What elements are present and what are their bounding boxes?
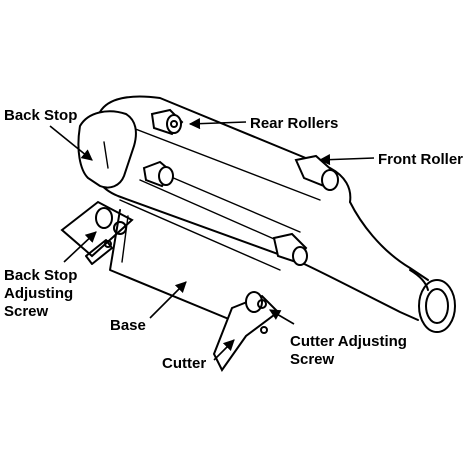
label-base: Base (110, 317, 146, 334)
label-back-stop-adjusting-screw-line3: Screw (4, 303, 49, 320)
label-back-stop-adjusting-screw-line2: Adjusting (4, 285, 73, 302)
rear-rollers (142, 108, 184, 188)
label-front-roller: Front Roller (378, 151, 463, 168)
label-back-stop: Back Stop (4, 107, 77, 124)
cutter-blade (212, 291, 280, 372)
label-cutter-adjusting-screw-line1: Cutter Adjusting (290, 333, 407, 350)
label-rear-rollers: Rear Rollers (250, 115, 338, 132)
label-cutter-adjusting-screw-line2: Screw (290, 351, 335, 368)
back-stop-plate (77, 110, 137, 189)
label-cutter: Cutter (162, 355, 206, 372)
base-plate (109, 209, 237, 323)
label-back-stop-adjusting-screw-line1: Back Stop (4, 267, 77, 284)
back-stop-adjuster (60, 200, 134, 265)
leader-lines (49, 118, 375, 361)
front-rollers (272, 154, 339, 266)
